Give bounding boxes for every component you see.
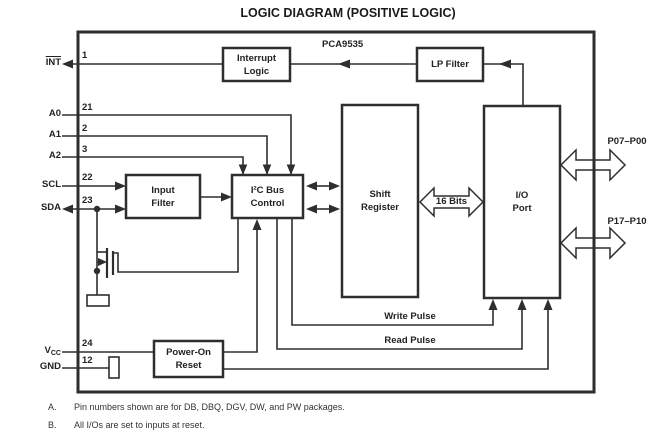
wires bbox=[62, 63, 549, 379]
diagram-title: LOGIC DIAGRAM (POSITIVE LOGIC) bbox=[240, 6, 456, 20]
pin-number-gnd: 12 bbox=[82, 355, 93, 366]
note-a-text: Pin numbers shown are for DB, DBQ, DGV, … bbox=[74, 402, 345, 412]
port1-label: P17–P10 bbox=[607, 216, 647, 227]
pin-label-a1: A1 bbox=[48, 129, 61, 140]
i2c-bus-control-line2: Control bbox=[250, 197, 285, 209]
io-to-lp-arrow bbox=[499, 59, 511, 69]
substrate-resistor bbox=[86, 294, 110, 307]
pin-number-a1: 2 bbox=[82, 123, 88, 134]
i2c-shift-arrow-1r bbox=[329, 181, 340, 191]
a1-arrow bbox=[262, 164, 272, 175]
i2c-bus-control-box bbox=[230, 173, 305, 220]
io-port-box bbox=[482, 104, 562, 300]
i2c-shift-arrow-2l bbox=[306, 204, 317, 214]
pin-number-a2: 3 bbox=[82, 144, 88, 155]
pin-number-sda: 23 bbox=[82, 195, 93, 206]
pin-label-int: INT bbox=[15, 57, 61, 69]
shift-register-box bbox=[340, 103, 420, 299]
interrupt-logic-line2: Logic bbox=[243, 65, 270, 77]
chip-name-label: PCA9535 bbox=[322, 39, 364, 50]
read-pulse-arrow bbox=[517, 299, 527, 310]
bus-width-label: 16 Bits bbox=[435, 196, 468, 207]
transistor-body-arrow bbox=[98, 258, 107, 266]
wire-transistor-i2c bbox=[113, 219, 239, 273]
gnd-resistor bbox=[108, 356, 120, 379]
lp-filter-box bbox=[415, 46, 485, 83]
a0-arrow bbox=[286, 164, 296, 175]
input-filter-line1: Input bbox=[151, 184, 175, 196]
vcc-v-text: V bbox=[44, 345, 51, 356]
pin-number-vcc: 24 bbox=[82, 338, 93, 349]
port0-label: P07–P00 bbox=[607, 136, 647, 147]
note-b-text: All I/Os are set to inputs at reset. bbox=[74, 420, 205, 430]
io-port-line1: I/O bbox=[515, 190, 529, 201]
input-filter-label: Input Filter bbox=[126, 175, 200, 218]
wire-por-i2c bbox=[223, 229, 258, 353]
arrowheads bbox=[62, 59, 553, 310]
write-pulse-label: Write Pulse bbox=[384, 311, 436, 322]
int-arrow bbox=[62, 59, 73, 69]
interrupt-logic-line1: Interrupt bbox=[236, 52, 277, 64]
por-ioport-arrow bbox=[543, 299, 553, 310]
io-port-line2: Port bbox=[512, 203, 532, 214]
read-pulse-label: Read Pulse bbox=[384, 335, 436, 346]
power-on-reset-line2: Reset bbox=[175, 360, 202, 371]
sda-in-arrow bbox=[115, 204, 126, 214]
bus-16bits-arrow bbox=[418, 186, 485, 218]
pin-number-int: 1 bbox=[82, 50, 88, 61]
pin-label-a0: A0 bbox=[48, 108, 61, 119]
i2c-shift-arrow-1l bbox=[306, 181, 317, 191]
input-filter-line2: Filter bbox=[151, 197, 175, 209]
lp-filter-label: LP Filter bbox=[417, 48, 483, 81]
wire-por-ioport bbox=[223, 309, 549, 370]
shift-register-label: Shift Register bbox=[342, 105, 418, 297]
i2c-shift-arrow-2r bbox=[329, 204, 340, 214]
power-on-reset-line1: Power-On bbox=[166, 347, 211, 358]
note-a-letter: A. bbox=[48, 402, 57, 412]
int-overline-text: INT bbox=[45, 57, 61, 68]
i2c-bus-control-line1: I²C Bus bbox=[250, 184, 285, 196]
block-boxes bbox=[124, 46, 562, 379]
input-filter-box bbox=[124, 173, 202, 220]
wire-a1 bbox=[62, 135, 268, 174]
wire-write-pulse bbox=[291, 218, 494, 326]
lp-to-interrupt-arrow bbox=[338, 59, 350, 69]
interrupt-logic-box bbox=[221, 46, 292, 83]
pin-label-scl: SCL bbox=[42, 179, 61, 190]
a2-arrow bbox=[238, 164, 248, 175]
inputfilter-i2c-arrow bbox=[221, 192, 232, 202]
pin-number-scl: 22 bbox=[82, 172, 93, 183]
pin-label-vcc: VCC bbox=[15, 345, 61, 360]
wire-lpfilter-ioport bbox=[483, 63, 524, 106]
port1-bus-arrow bbox=[559, 226, 627, 260]
lp-filter-line1: LP Filter bbox=[431, 59, 469, 70]
write-pulse-arrow bbox=[488, 299, 498, 310]
pin-label-sda: SDA bbox=[40, 202, 61, 213]
sda-junction-dot bbox=[93, 205, 101, 213]
bus-arrows bbox=[418, 148, 627, 260]
pin-number-a0: 21 bbox=[82, 102, 93, 113]
transistor-junction-dot bbox=[93, 267, 101, 275]
wire-a0 bbox=[62, 114, 292, 174]
power-on-reset-label: Power-On Reset bbox=[154, 341, 223, 377]
scl-arrow bbox=[115, 181, 126, 191]
shift-register-line1: Shift bbox=[369, 189, 391, 200]
pin-label-gnd: GND bbox=[39, 361, 61, 372]
device-border bbox=[76, 30, 596, 394]
i2c-bus-control-label: I²C Bus Control bbox=[232, 175, 303, 218]
sda-out-arrow bbox=[62, 204, 73, 214]
port0-bus-arrow bbox=[559, 148, 627, 182]
interrupt-logic-label: Interrupt Logic bbox=[223, 48, 290, 81]
note-b-letter: B. bbox=[48, 420, 57, 430]
io-port-label: I/O Port bbox=[484, 106, 560, 298]
power-on-reset-box bbox=[152, 339, 225, 379]
vcc-sub-text: CC bbox=[50, 350, 61, 357]
shift-register-line2: Register bbox=[360, 202, 399, 213]
pin-label-a2: A2 bbox=[48, 150, 61, 161]
por-i2c-arrow bbox=[252, 219, 262, 230]
wire-read-pulse bbox=[276, 218, 523, 350]
